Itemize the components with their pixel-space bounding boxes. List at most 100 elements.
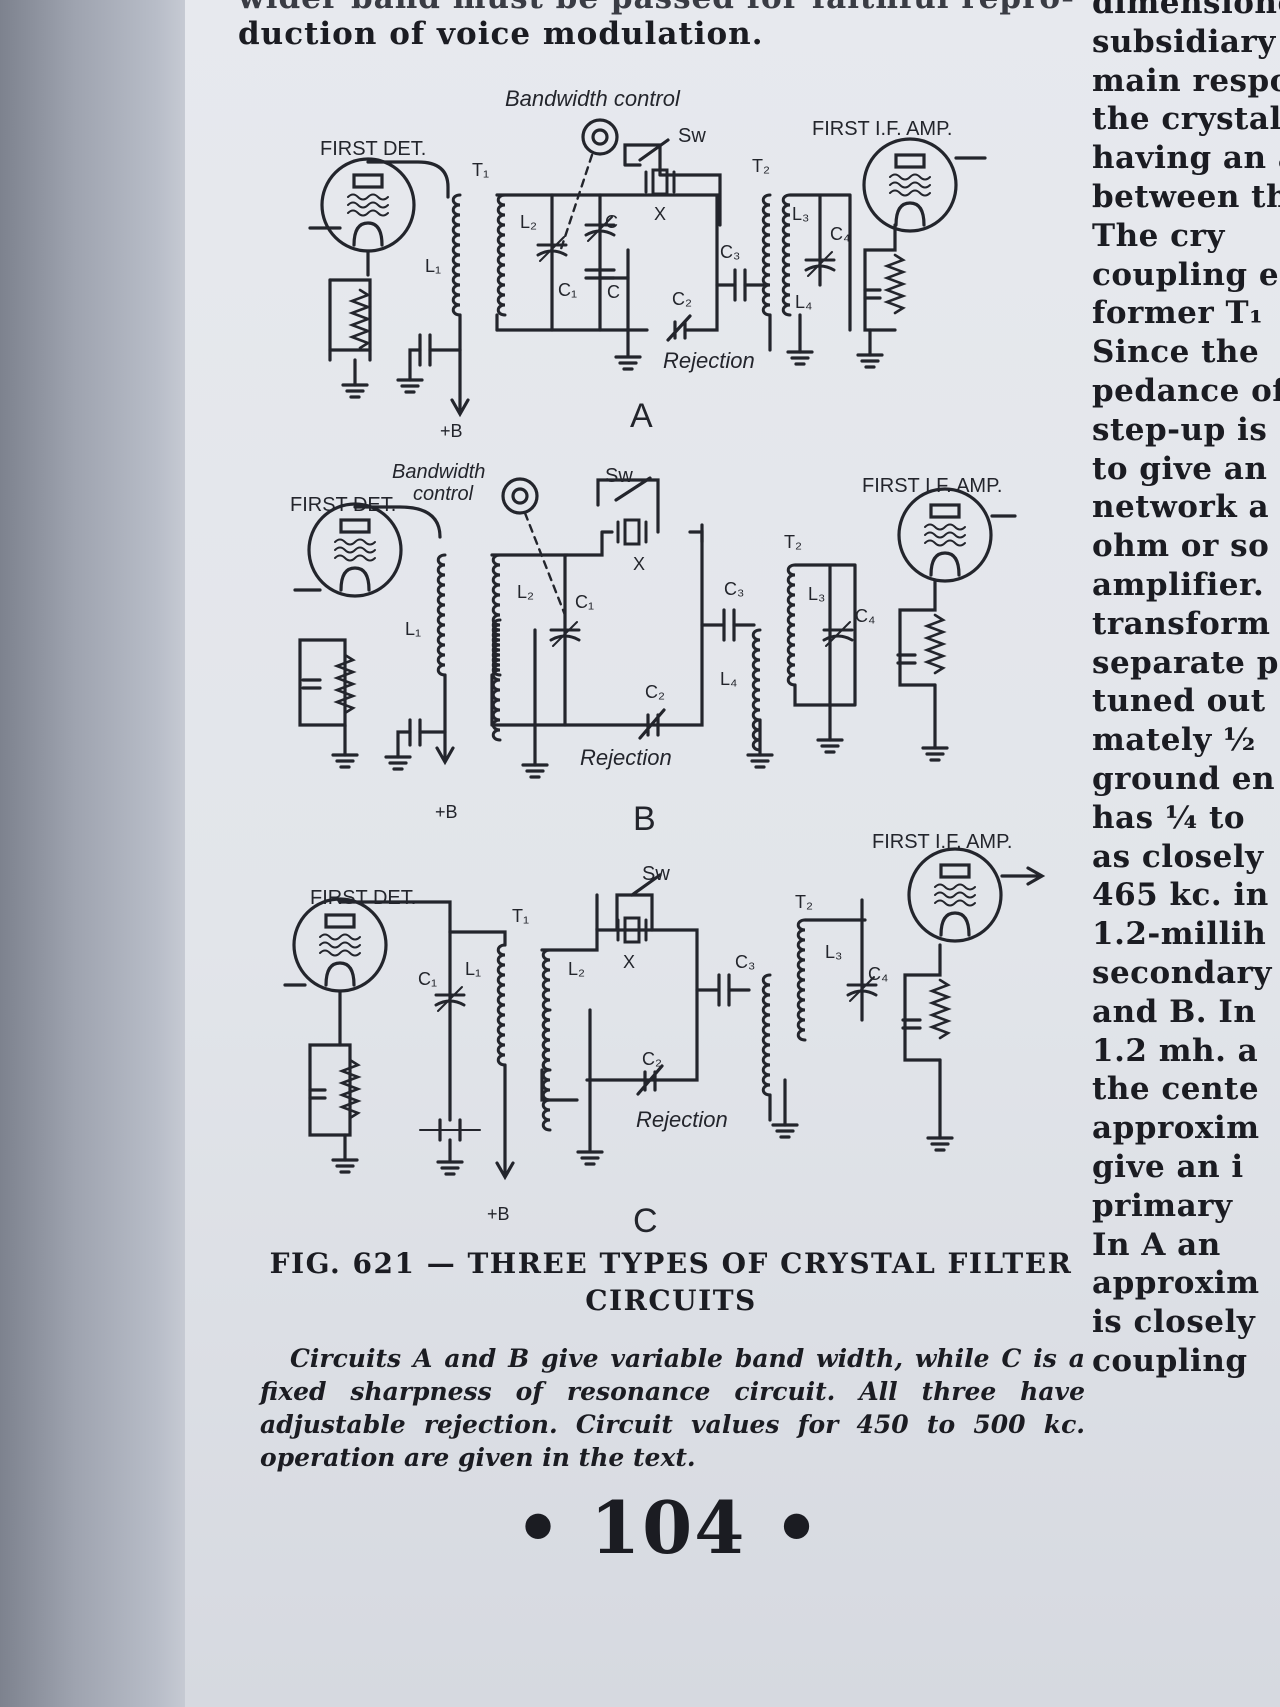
label-a-c3: C₃ [720, 242, 740, 262]
label-b-c1: C₁ [575, 592, 594, 612]
right-column-line: 1.2-millih [1092, 916, 1267, 953]
label-b-sw: Sw [605, 465, 633, 487]
right-column-line: approxim [1092, 1110, 1260, 1147]
right-column-line: the cente [1092, 1071, 1260, 1108]
label-c-first-det: FIRST DET. [310, 887, 416, 909]
right-column-line: transform [1092, 605, 1271, 642]
label-a-sw: Sw [678, 125, 706, 147]
label-c-bplus: +B [487, 1204, 510, 1224]
right-column-line: as closely [1092, 838, 1264, 875]
label-b-l4: L₄ [720, 669, 737, 689]
right-column-line: secondary [1092, 954, 1272, 991]
figure-title-line-2: CIRCUITS [585, 1284, 757, 1317]
label-c-l2: L₂ [568, 959, 585, 979]
label-b-l2: L₂ [517, 582, 534, 602]
label-a-bandwidth: Bandwidth control [505, 86, 681, 111]
label-a-letter: A [630, 397, 653, 435]
right-column-line: ground en [1092, 760, 1275, 797]
right-column-line: and B. In [1092, 993, 1257, 1030]
label-b-letter: B [633, 800, 656, 838]
right-column-line: coupling e [1092, 256, 1280, 293]
label-b-bandwidth-2: control [413, 483, 474, 505]
right-column-line: main respon [1092, 62, 1280, 99]
label-c-l3: L₃ [825, 942, 842, 962]
right-column-line: tuned out [1092, 683, 1266, 720]
right-column-line: separate p [1092, 644, 1279, 681]
right-column-line: 1.2 mh. a [1092, 1032, 1259, 1069]
label-b-l3: L₃ [808, 584, 825, 604]
label-a-t2: T₂ [752, 156, 770, 176]
right-column-line: former T₁ [1092, 295, 1264, 332]
label-a-c1: C₁ [558, 280, 577, 300]
figure-title-line-1: FIG. 621 — THREE TYPES OF CRYSTAL FILTER [269, 1247, 1073, 1280]
label-c-x: X [623, 952, 635, 972]
label-a-bplus: +B [440, 421, 463, 441]
label-b-c3: C₃ [724, 579, 744, 599]
right-column-line: has ¼ to [1092, 799, 1245, 836]
label-b-first-if: FIRST I.F. AMP. [862, 475, 1002, 497]
right-column-line: step-up is [1092, 411, 1268, 448]
right-column-line: The cry [1092, 217, 1225, 254]
right-column-line: 465 kc. in [1092, 877, 1269, 914]
right-column-line: In A an [1092, 1226, 1221, 1263]
label-c-first-if: FIRST I.F. AMP. [872, 831, 1012, 853]
label-a-l3: L₃ [792, 204, 809, 224]
label-b-rejection: Rejection [580, 745, 672, 770]
label-a-c-lower: C [607, 282, 620, 302]
label-b-c2: C₂ [645, 682, 665, 702]
body-text-line: duction of voice modulation. [238, 16, 764, 52]
label-c-c1: C₁ [418, 969, 437, 989]
label-b-bandwidth-1: Bandwidth [392, 461, 485, 483]
label-b-t2: T₂ [784, 532, 802, 552]
page-number: • 104 • [515, 1485, 822, 1570]
label-b-l1: L₁ [405, 619, 421, 639]
right-column-line: give an i [1092, 1148, 1244, 1185]
right-column-line: to give an [1092, 450, 1268, 487]
right-column-line: is closely [1092, 1304, 1256, 1341]
label-c-c3: C₃ [735, 952, 755, 972]
right-column-line: network a [1092, 489, 1270, 526]
label-a-rejection: Rejection [663, 348, 755, 373]
label-c-t1: T₁ [512, 906, 529, 926]
label-c-c2: C₂ [642, 1049, 662, 1069]
label-b-bplus: +B [435, 802, 458, 822]
label-a-l2: L₂ [520, 212, 537, 232]
label-a-c: C [605, 212, 618, 232]
label-b-first-det: FIRST DET. [290, 494, 396, 516]
label-c-c4: C₄ [868, 964, 888, 984]
circuit-b-schematic [293, 476, 1017, 779]
right-column-line: Since the [1092, 334, 1260, 371]
circuit-a-schematic [308, 118, 987, 418]
right-column-line: the crystal [1092, 101, 1280, 138]
right-column-line: mately ½ [1092, 722, 1256, 759]
label-b-c4: C₄ [855, 606, 875, 626]
label-a-first-if: FIRST I.F. AMP. [812, 118, 952, 140]
label-a-c2: C₂ [672, 289, 692, 309]
label-a-x: X [654, 204, 666, 224]
label-b-x: X [633, 554, 645, 574]
label-c-sw: Sw [642, 863, 670, 885]
right-column-line: ohm or so [1092, 528, 1270, 565]
right-column-line: dimensioned [1092, 0, 1280, 21]
right-column-line: approxim [1092, 1265, 1260, 1302]
label-a-l1: L₁ [425, 256, 441, 276]
right-column-line: subsidiary r [1092, 23, 1280, 60]
label-c-t2: T₂ [795, 892, 813, 912]
label-a-t1: T₁ [472, 160, 489, 180]
label-c-rejection: Rejection [636, 1107, 728, 1132]
label-a-l4: L₄ [795, 292, 812, 312]
label-c-l1: L₁ [465, 959, 481, 979]
right-column-line: having an a [1092, 140, 1280, 177]
right-column-line: primary [1092, 1187, 1233, 1224]
figure-caption: Circuits A and B give variable band widt… [260, 1342, 1085, 1474]
cut-off-text-line: wider band must be passed for faithful r… [238, 0, 1075, 16]
right-column-line: between th [1092, 178, 1280, 215]
figure-title: FIG. 621 — THREE TYPES OF CRYSTAL FILTER… [256, 1245, 1086, 1319]
book-spine-shadow [0, 0, 185, 1707]
label-c-letter: C [633, 1202, 658, 1240]
circuit-c-schematic [283, 847, 1046, 1181]
right-column-line: pedance of [1092, 372, 1280, 409]
right-column-line: coupling [1092, 1342, 1248, 1379]
label-a-c4: C₄ [830, 224, 850, 244]
